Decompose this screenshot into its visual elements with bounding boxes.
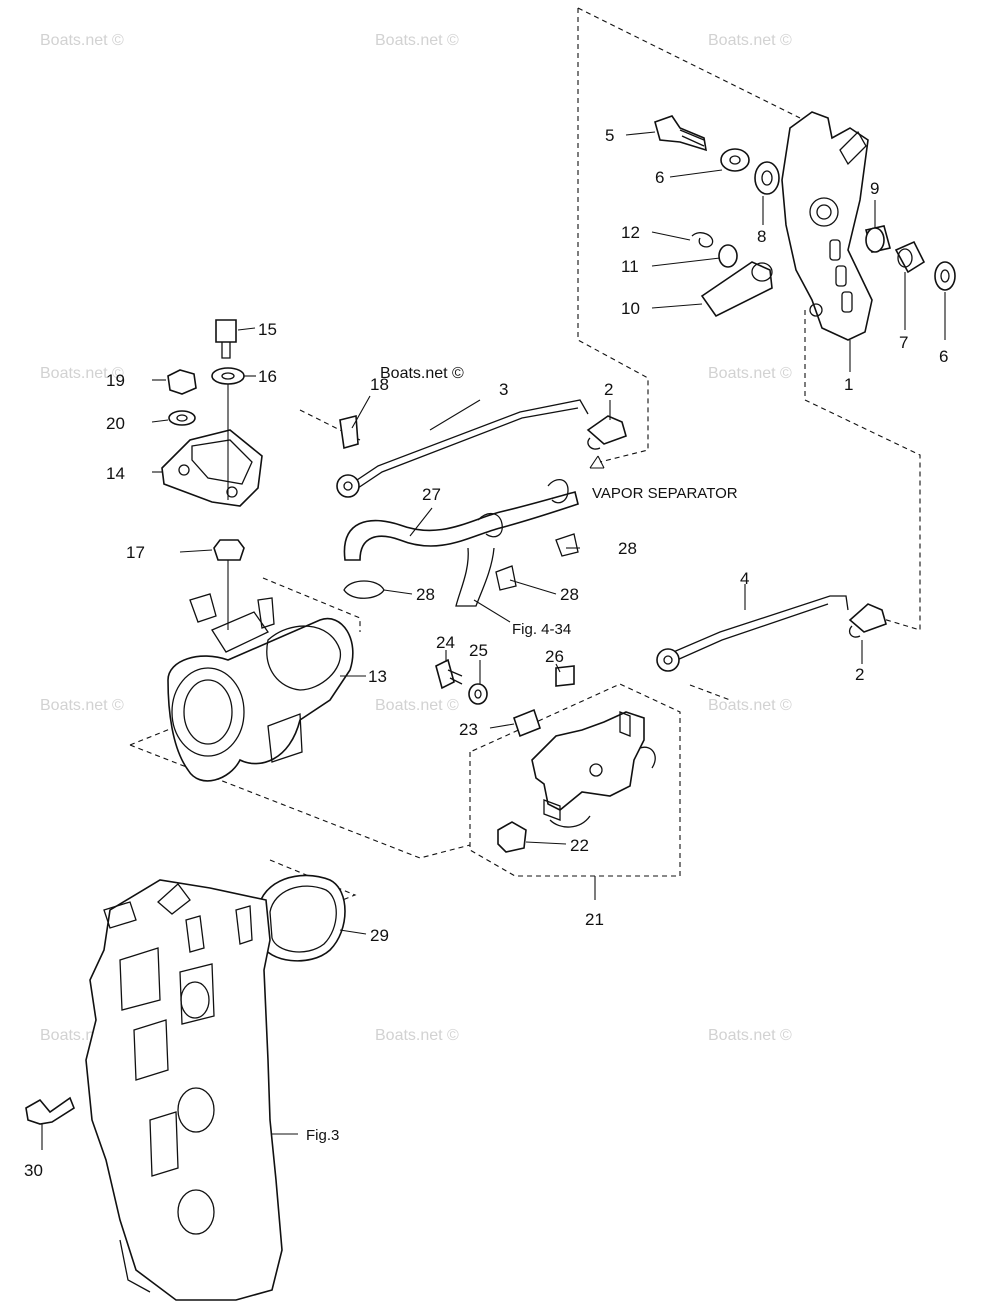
watermark: Boats.net © — [375, 697, 459, 714]
label-part-28-a: 28 — [618, 539, 637, 558]
watermark: Boats.net © — [708, 697, 792, 714]
label-part-3: 3 — [499, 380, 508, 399]
part-labels: 5 6 8 9 12 11 10 7 6 1 3 2 18 15 16 19 2… — [24, 126, 948, 1180]
label-part-26: 26 — [545, 647, 564, 666]
label-part-21: 21 — [585, 910, 604, 929]
label-part-1: 1 — [844, 375, 853, 394]
linkage-assembly-part-21 — [435, 658, 656, 853]
label-part-4: 4 — [740, 569, 749, 588]
label-part-24: 24 — [436, 633, 455, 652]
label-part-19: 19 — [106, 371, 125, 390]
crankcase-fig-3 — [25, 879, 283, 1301]
label-part-14: 14 — [106, 464, 125, 483]
label-part-17: 17 — [126, 543, 145, 562]
watermark: Boats.net © — [708, 32, 792, 49]
leader-lines — [41, 131, 946, 1150]
label-part-10: 10 — [621, 299, 640, 318]
label-part-28-c: 28 — [416, 585, 435, 604]
label-part-11: 11 — [621, 257, 639, 276]
watermark: Boats.net © — [375, 32, 459, 49]
hose-part-27 — [343, 479, 579, 607]
lever-bracket-part-1 — [781, 111, 873, 341]
vapor-separator-label: VAPOR SEPARATOR — [592, 485, 738, 502]
label-part-15: 15 — [258, 320, 277, 339]
label-part-25: 25 — [469, 641, 488, 660]
label-part-9: 9 — [870, 179, 879, 198]
label-part-13: 13 — [368, 667, 387, 686]
label-part-27: 27 — [422, 485, 441, 504]
label-part-6: 6 — [655, 168, 664, 187]
fig-3-label: Fig.3 — [306, 1127, 339, 1144]
label-part-6b: 6 — [939, 347, 948, 366]
label-part-29: 29 — [370, 926, 389, 945]
label-part-30: 30 — [24, 1161, 43, 1180]
label-part-23: 23 — [459, 720, 478, 739]
label-part-7: 7 — [899, 333, 908, 352]
label-part-5: 5 — [605, 126, 614, 145]
label-part-28-b: 28 — [560, 585, 579, 604]
label-part-2-b: 2 — [855, 665, 864, 684]
gasket-part-29 — [257, 874, 346, 962]
label-part-16: 16 — [258, 367, 277, 386]
fig-4-34-label: Fig. 4-34 — [512, 621, 571, 638]
watermark: Boats.net © — [40, 32, 124, 49]
label-part-2: 2 — [604, 380, 613, 399]
label-part-12: 12 — [621, 223, 640, 242]
throttle-rod-part-4 — [656, 595, 887, 672]
label-part-22: 22 — [570, 836, 589, 855]
label-part-20: 20 — [106, 414, 125, 433]
watermark: Boats.net © — [40, 697, 124, 714]
throttle-body-part-13 — [167, 593, 354, 782]
label-part-8: 8 — [757, 227, 766, 246]
watermark: Boats.net © — [375, 1027, 459, 1044]
label-part-18: 18 — [370, 375, 389, 394]
watermark: Boats.net © — [708, 1027, 792, 1044]
small-parts-top-right — [654, 115, 956, 318]
throttle-rod-part-3 — [336, 399, 627, 498]
watermark-dark: Boats.net © — [380, 365, 464, 382]
watermark: Boats.net © — [708, 365, 792, 382]
throttle-plate-group — [161, 319, 263, 630]
watermark: Boats.net © — [40, 365, 124, 382]
